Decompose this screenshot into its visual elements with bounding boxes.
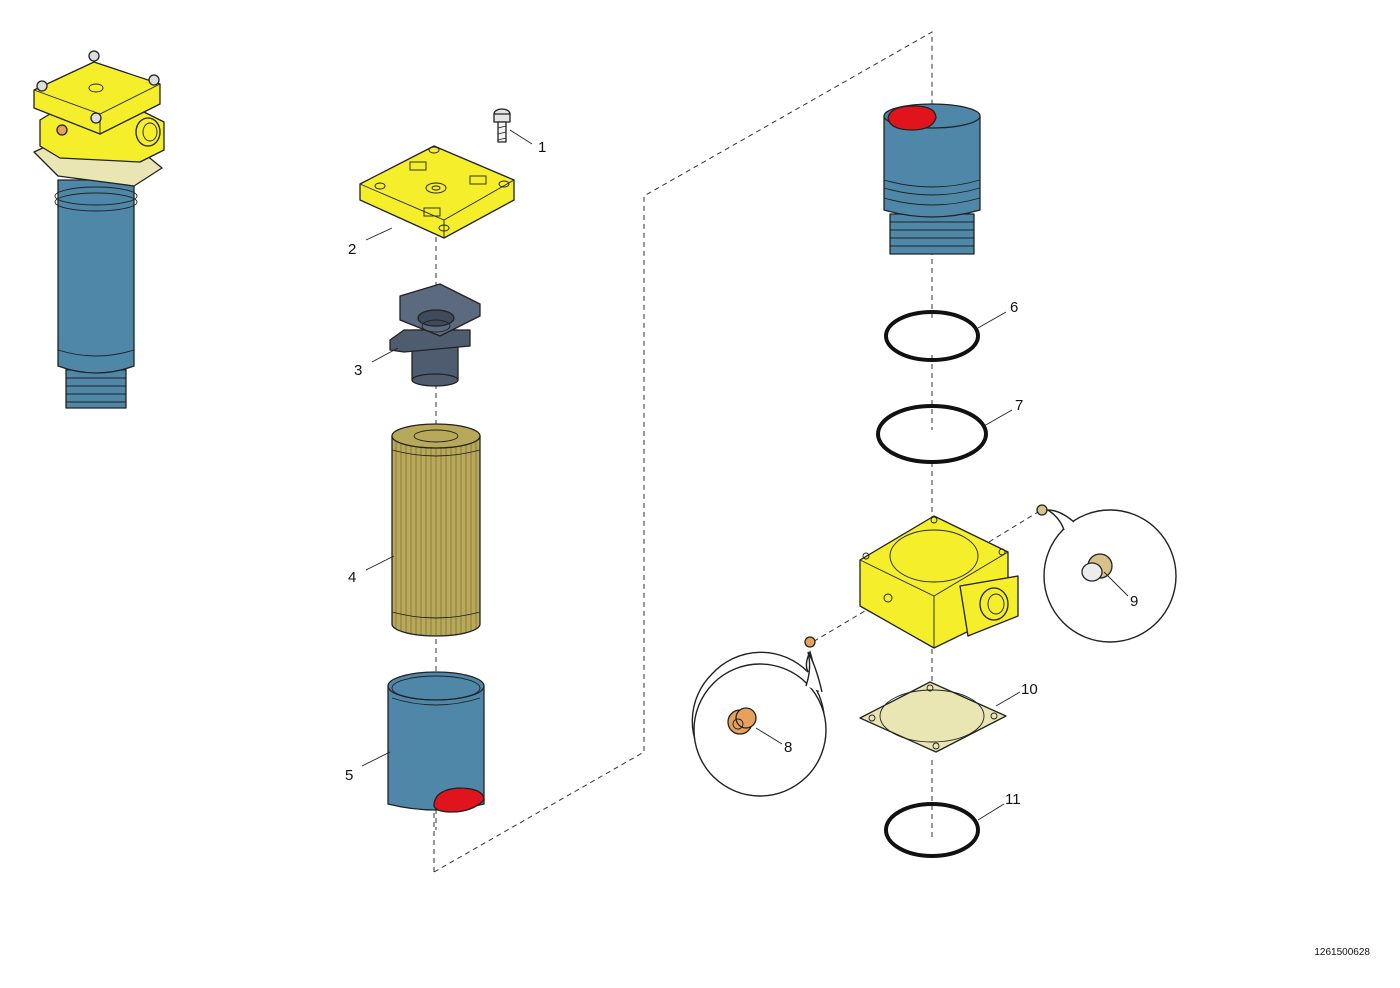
right-bowl [883,103,981,255]
callout-6: 6 [1010,299,1018,316]
document-id: 1261500628 [1314,947,1370,958]
part-1-bolt [493,108,511,143]
part-10-gasket [859,681,1007,753]
part-7-o-ring [876,404,988,464]
detail-bubble-8 [691,650,827,797]
part-11-o-ring [884,802,980,858]
right-housing [859,515,1019,649]
right-bowl-red-mark [887,105,937,131]
assembled-filter [33,50,165,409]
callout-5: 5 [345,767,353,784]
assembled-bolt [88,50,100,62]
callout-1: 1 [538,139,546,156]
part-3-adapter [389,283,481,387]
callout-7: 7 [1015,397,1023,414]
callout-3: 3 [354,362,362,379]
callout-labels: 1 2 3 4 5 6 7 8 9 10 11 [345,139,1138,808]
group-boundary-line [433,31,933,873]
part-2-cover [359,145,515,239]
bowl-red-mark [433,787,485,813]
callout-2: 2 [348,241,356,258]
assembled-plug [56,124,68,136]
assembled-bowl [57,179,135,374]
callout-4: 4 [348,569,356,586]
plug-8-small [804,636,816,648]
plug-9-small [1036,504,1048,516]
part-6-o-ring [884,310,980,362]
leader-lines [361,129,1129,821]
callout-9: 9 [1130,593,1138,610]
part-4-filter-element [391,423,481,637]
detail-bubble-9 [1043,509,1177,643]
assembled-cover [33,61,161,135]
part-5-bowl [387,671,485,813]
callout-10: 10 [1021,681,1038,698]
callout-11: 11 [1005,791,1021,808]
callout-8: 8 [784,739,792,756]
